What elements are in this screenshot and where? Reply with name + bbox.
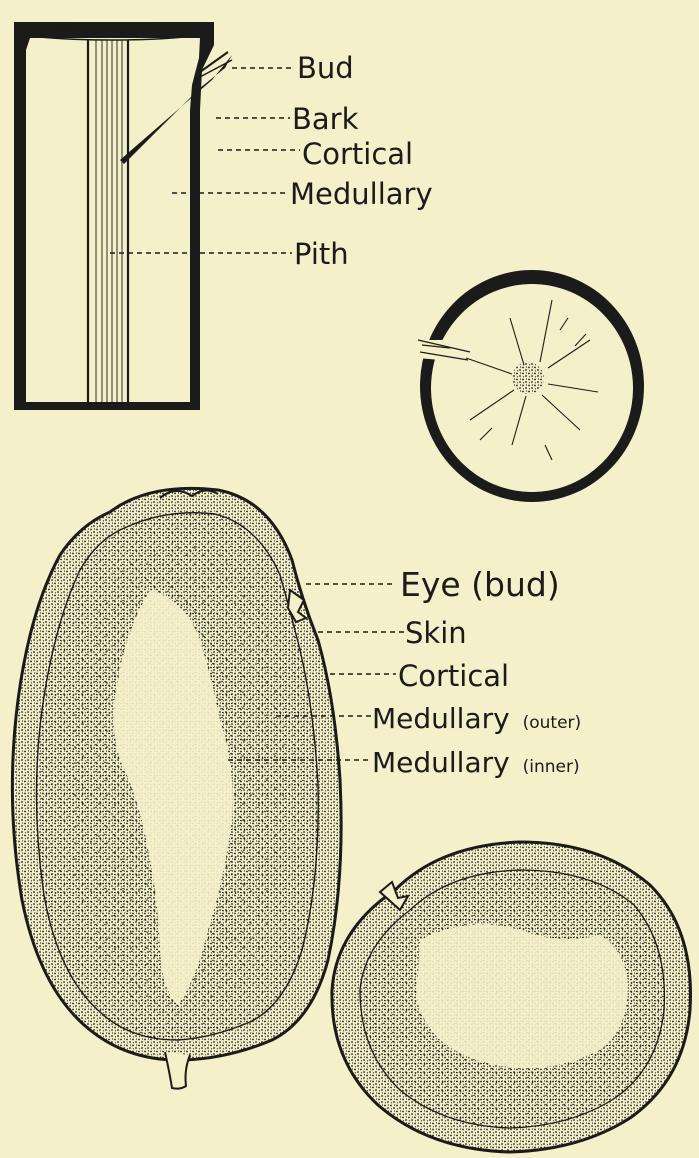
tuber-cross-section bbox=[332, 842, 691, 1152]
label-eye: Eye (bud) bbox=[400, 565, 560, 604]
stem-longitudinal-section bbox=[14, 22, 232, 410]
label-stem-medullary: Medullary bbox=[290, 177, 433, 211]
stem-cross-section bbox=[418, 270, 644, 502]
label-medullary-outer: Medullary (outer) bbox=[372, 702, 581, 735]
label-bud: Bud bbox=[297, 51, 354, 85]
label-bark: Bark bbox=[292, 102, 359, 136]
label-pith: Pith bbox=[294, 237, 349, 271]
stem-cortical-region bbox=[26, 38, 200, 402]
label-skin: Skin bbox=[405, 616, 467, 650]
cross-section-pith bbox=[512, 362, 544, 394]
tuber-stolon-end bbox=[165, 1052, 190, 1089]
label-tuber-cortical: Cortical bbox=[398, 659, 509, 693]
tuber-longitudinal-section bbox=[12, 488, 341, 1088]
label-medullary-inner: Medullary (inner) bbox=[372, 746, 580, 779]
label-stem-cortical: Cortical bbox=[302, 137, 413, 171]
